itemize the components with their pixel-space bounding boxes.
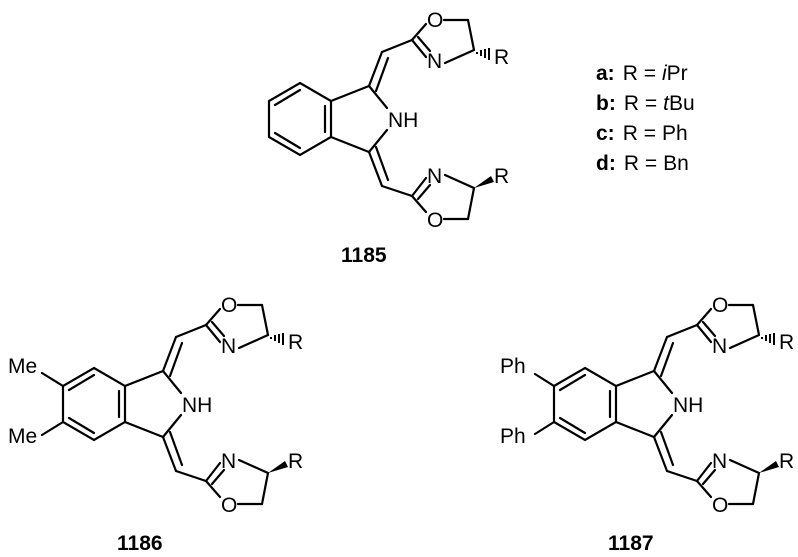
oxazoline-top xyxy=(204,307,222,327)
compound-1186: Me Me O N R NH N O R 1186 xyxy=(8,294,303,555)
r-bottom-label: R xyxy=(494,165,509,188)
legend-group: Ph xyxy=(662,122,688,145)
nitrogen-bottom-label: N xyxy=(221,450,236,473)
legend-eq: R = xyxy=(623,122,656,145)
compound-number: 1186 xyxy=(117,532,163,555)
pyrrole-ring xyxy=(123,369,165,388)
legend-row-c: c: R = Ph xyxy=(596,122,688,145)
compound-1187: Ph Ph O N R NH N O R 1187 xyxy=(500,294,794,555)
legend-prefix: t xyxy=(663,92,670,115)
r-bottom-label: R xyxy=(779,450,794,473)
oxygen-bottom-label: O xyxy=(427,209,443,232)
legend-key: d: xyxy=(596,152,616,175)
substituent-legend: a:R =iPr b:R =tBu c:R =Ph d:R =Bn xyxy=(596,62,695,175)
nh-label: NH xyxy=(673,394,703,417)
legend-eq: R = xyxy=(624,92,657,115)
legend-eq: R = xyxy=(624,152,657,175)
benzene-ring xyxy=(267,81,333,157)
methyl-bottom-label: Me xyxy=(8,425,37,448)
nh-label: NH xyxy=(388,109,418,132)
legend-row-d: d: R = Bn xyxy=(596,152,689,175)
legend-row-a: a: R = iPr xyxy=(596,62,688,85)
r-top-label: R xyxy=(779,331,794,354)
legend-group: Pr xyxy=(667,62,688,85)
phenyl-top-label: Ph xyxy=(500,355,526,378)
legend-group: Bu xyxy=(669,92,695,115)
nitrogen-top-label: N xyxy=(712,335,727,358)
legend-key: a: xyxy=(596,62,615,85)
nitrogen-top-label: N xyxy=(427,50,442,73)
r-top-label: R xyxy=(494,46,509,69)
oxazoline-top xyxy=(410,22,428,42)
oxazoline-bottom xyxy=(410,194,428,214)
legend-prefix: i xyxy=(662,62,668,85)
nh-label: NH xyxy=(182,394,212,417)
phenyl-bottom-label: Ph xyxy=(500,425,526,448)
pyrrole-ring xyxy=(329,84,371,103)
oxygen-bottom-label: O xyxy=(221,494,237,517)
methyl-top-label: Me xyxy=(8,355,37,378)
oxazoline-bottom xyxy=(204,479,222,499)
compound-1185: O N R NH N O R 1185 xyxy=(267,9,509,267)
oxygen-top-label: O xyxy=(221,294,237,317)
pyrrole-ring xyxy=(614,369,656,388)
compound-number: 1187 xyxy=(608,532,654,555)
nitrogen-top-label: N xyxy=(221,335,236,358)
benzene-ring xyxy=(552,366,618,442)
oxygen-top-label: O xyxy=(427,9,443,32)
legend-group: Bn xyxy=(663,152,689,175)
legend-row-b: b: R = tBu xyxy=(596,92,695,115)
benzene-ring xyxy=(61,366,127,442)
oxazoline-bottom xyxy=(695,479,713,499)
oxazoline-top xyxy=(695,307,713,327)
nitrogen-bottom-label: N xyxy=(712,450,727,473)
legend-key: b: xyxy=(596,92,616,115)
r-bottom-label: R xyxy=(288,450,303,473)
compound-number: 1185 xyxy=(341,244,387,267)
legend-key: c: xyxy=(596,122,615,145)
oxygen-bottom-label: O xyxy=(712,494,728,517)
oxygen-top-label: O xyxy=(712,294,728,317)
nitrogen-bottom-label: N xyxy=(427,165,442,188)
r-top-label: R xyxy=(288,331,303,354)
legend-eq: R = xyxy=(623,62,656,85)
